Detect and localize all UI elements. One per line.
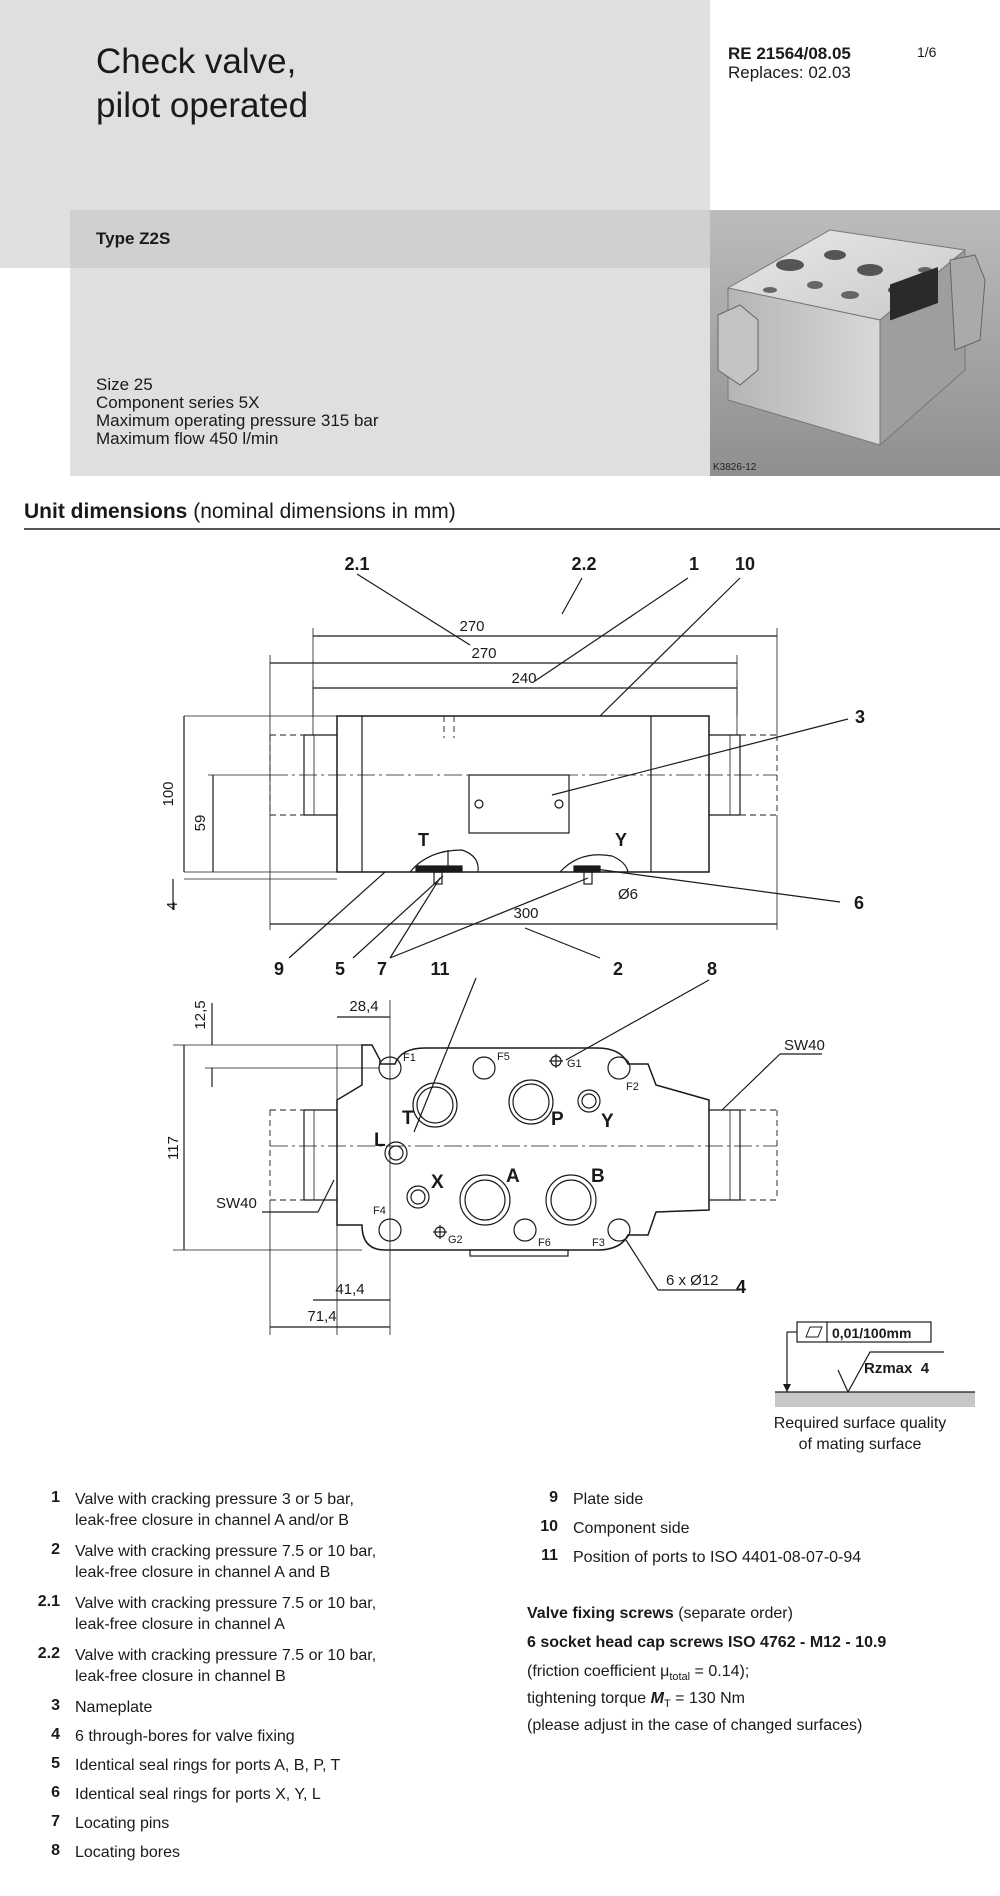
dimension-drawing: 270 270 240 300 100 59 4 Ø6 T Y 2.1 2.2 … <box>160 554 975 1453</box>
dim-59: 59 <box>192 815 209 832</box>
port-x: X <box>431 1172 444 1193</box>
bore-f4: F4 <box>373 1205 386 1217</box>
section-title: Unit dimensions (nominal dimensions in m… <box>24 500 456 523</box>
hex-sw40-left: SW40 <box>216 1195 257 1212</box>
dim-12-5: 12,5 <box>192 1000 209 1029</box>
type-label: Type Z2S <box>96 229 171 248</box>
adjust-note: (please adjust in the case of changed su… <box>527 1717 863 1735</box>
spec-flow: Maximum flow 450 l/min <box>96 429 279 448</box>
replaces-note: Replaces: 02.03 <box>728 63 851 82</box>
port-l: L <box>374 1130 386 1151</box>
dim-71-4: 71,4 <box>307 1308 336 1325</box>
dim-4: 4 <box>164 902 181 910</box>
bore-g1: G1 <box>567 1058 582 1070</box>
bore-f3: F3 <box>592 1237 605 1249</box>
fixing-title: Valve fixing screws (separate order) <box>527 1605 793 1622</box>
side-view <box>172 573 849 959</box>
hex-sw40-right: SW40 <box>784 1037 825 1054</box>
port-a: A <box>506 1166 520 1187</box>
friction-coefficient: (friction coefficient μtotal = 0.14); <box>527 1663 750 1684</box>
spec-pressure: Maximum operating pressure 315 bar <box>96 411 379 430</box>
callout-3: 3 <box>855 707 865 727</box>
port-label-y: Y <box>615 830 627 850</box>
callout-7: 7 <box>377 959 387 979</box>
callout-4: 4 <box>736 1277 746 1297</box>
surface-caption-2: of mating surface <box>799 1436 922 1453</box>
dim-117: 117 <box>165 1136 182 1160</box>
port-y: Y <box>601 1111 614 1132</box>
port-label-t: T <box>418 830 429 850</box>
document-number: RE 21564/08.05 <box>728 44 851 63</box>
bore-f1: F1 <box>403 1052 416 1064</box>
callout-8: 8 <box>707 959 717 979</box>
valve-photo: K3826-12 <box>710 210 1000 476</box>
bore-f5: F5 <box>497 1051 510 1063</box>
surface-quality-symbol <box>775 1321 975 1407</box>
spec-size: Size 25 <box>96 375 153 394</box>
section-divider <box>24 528 1000 530</box>
callout-5: 5 <box>335 959 345 979</box>
dim-pin-6: Ø6 <box>618 886 638 903</box>
callout-2: 2 <box>613 959 623 979</box>
callout-9: 9 <box>274 959 284 979</box>
top-view <box>173 977 822 1335</box>
callout-10: 10 <box>735 554 755 574</box>
dim-270-a: 270 <box>459 618 484 635</box>
photo-code: K3826-12 <box>713 462 757 473</box>
spec-series: Component series 5X <box>96 393 260 412</box>
callout-2-2: 2.2 <box>571 554 596 574</box>
page-number: 1/6 <box>917 44 937 60</box>
dim-100: 100 <box>160 781 177 806</box>
flatness-value: 0,01/100mm <box>832 1325 911 1341</box>
callout-1: 1 <box>689 554 699 574</box>
port-t: T <box>402 1108 414 1129</box>
port-p: P <box>551 1109 564 1130</box>
surface-caption-1: Required surface quality <box>774 1415 947 1432</box>
dim-240: 240 <box>511 670 536 687</box>
bore-f2: F2 <box>626 1081 639 1093</box>
dim-270-b: 270 <box>471 645 496 662</box>
callout-11: 11 <box>430 959 449 979</box>
dim-41-4: 41,4 <box>335 1281 364 1298</box>
roughness-value: Rzmax 4 <box>864 1360 930 1377</box>
port-b: B <box>591 1166 605 1187</box>
fixing-screws-block: Valve fixing screws (separate order) 6 s… <box>527 1603 886 1736</box>
bore-f6: F6 <box>538 1237 551 1249</box>
type-band <box>70 210 710 268</box>
specs-background <box>70 268 710 476</box>
dim-6x12: 6 x Ø12 <box>666 1272 719 1289</box>
callout-6: 6 <box>854 893 864 913</box>
callout-2-1: 2.1 <box>344 554 369 574</box>
tightening-torque: tightening torque MT = 130 Nm <box>527 1690 745 1711</box>
page-title: Check valve, pilot operated <box>96 42 309 125</box>
bore-g2: G2 <box>448 1234 463 1246</box>
fixing-screws: 6 socket head cap screws ISO 4762 - M12 … <box>527 1634 887 1651</box>
spec-list: Size 25 Component series 5X Maximum oper… <box>96 376 379 448</box>
dim-300: 300 <box>513 905 538 922</box>
dim-28-4: 28,4 <box>349 998 378 1015</box>
